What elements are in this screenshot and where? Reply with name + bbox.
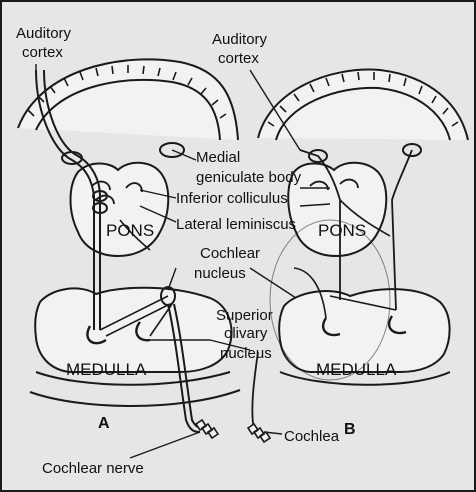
label-panel-a: A	[98, 415, 110, 432]
label-cochlea: Cochlea	[284, 428, 340, 445]
label-medulla-right: MEDULLA	[316, 360, 397, 379]
label-cochlear-nucleus-2: nucleus	[194, 265, 246, 282]
label-inferior-colliculus: Inferior colliculus	[176, 190, 288, 207]
panel-b	[248, 70, 468, 442]
label-cochlear-nucleus-1: Cochlear	[200, 245, 260, 262]
label-auditory-cortex-left-2: cortex	[22, 44, 63, 61]
label-medial-geniculate-1: Medial	[196, 149, 240, 166]
label-auditory-cortex-right: Auditory	[212, 31, 268, 48]
label-superior-olivary-3: nucleus	[220, 345, 272, 362]
label-lateral-leminiscus: Lateral leminiscus	[176, 216, 296, 233]
pons-a	[71, 163, 169, 256]
label-superior-olivary-1: Superior	[216, 307, 273, 324]
label-cochlear-nerve: Cochlear nerve	[42, 460, 144, 477]
cortex-arch-b	[258, 70, 468, 140]
label-auditory-cortex-left: Auditory	[16, 25, 72, 42]
label-pons-left: PONS	[106, 221, 154, 240]
label-medial-geniculate-2: geniculate body	[196, 169, 302, 186]
label-superior-olivary-2: olivary	[224, 325, 268, 342]
label-panel-b: B	[344, 421, 356, 438]
label-pons-right: PONS	[318, 221, 366, 240]
label-auditory-cortex-right-2: cortex	[218, 50, 259, 67]
label-medulla-left: MEDULLA	[66, 360, 147, 379]
